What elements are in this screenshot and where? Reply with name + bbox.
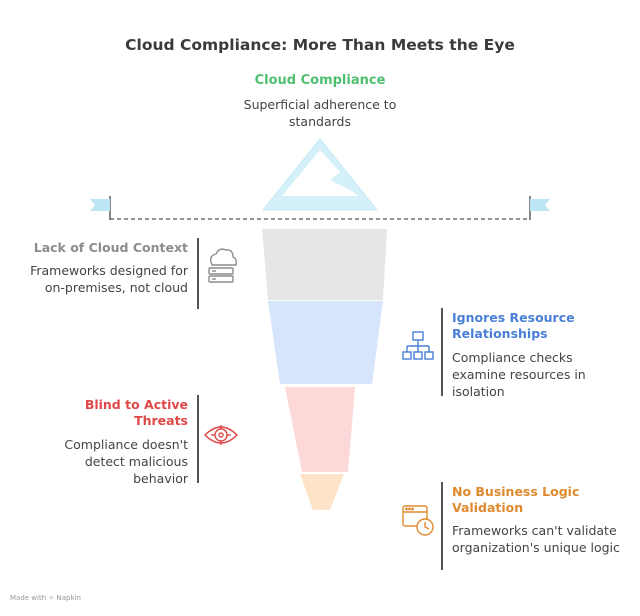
window-clock-icon [402, 505, 434, 536]
layer-orange [300, 474, 344, 510]
item1-divider [197, 238, 199, 309]
left-flag [90, 196, 111, 220]
layer-gray [262, 229, 387, 300]
item4-description: Frameworks can't validate organization's… [452, 523, 620, 555]
cloud-server-icon [208, 248, 237, 283]
layer-blue [268, 301, 383, 384]
item2-heading: Ignores Resource Relationships [452, 310, 575, 341]
item2-divider [441, 308, 443, 396]
eye-target-icon [204, 425, 238, 445]
top-heading: Cloud Compliance [254, 73, 386, 88]
item1-heading: Lack of Cloud Context [33, 240, 188, 255]
diagram-title: Cloud Compliance: More Than Meets the Ey… [125, 36, 515, 54]
hierarchy-icon [402, 331, 434, 360]
item1-description: Frameworks designed for on-premises, not… [30, 263, 188, 295]
item4-heading: No Business Logic Validation [452, 484, 580, 515]
footer-credit: Made with ✧ Napkin [10, 594, 81, 602]
item2-description: Compliance checks examine resources in i… [452, 350, 586, 399]
top-description: Superficial adherence to standards [243, 97, 397, 129]
item3-divider [197, 395, 199, 483]
iceberg-tip [261, 138, 379, 211]
right-flag [529, 196, 550, 220]
item3-description: Compliance doesn't detect malicious beha… [64, 437, 188, 486]
layer-red [285, 387, 355, 472]
item3-heading: Blind to Active Threats [84, 397, 188, 428]
item4-divider [441, 482, 443, 570]
